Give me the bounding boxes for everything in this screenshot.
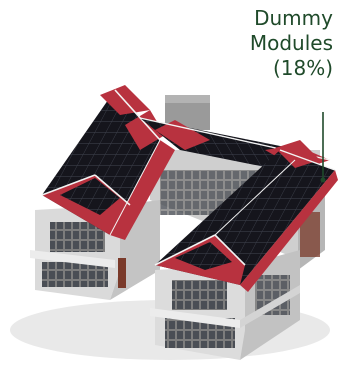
callout-line-3: (18%)	[272, 56, 333, 80]
left-roof	[41, 85, 175, 240]
callout-line-1: Dummy	[254, 6, 333, 30]
right-roof	[154, 140, 338, 292]
right-wing	[150, 250, 300, 360]
callout-line-2: Modules	[249, 31, 333, 55]
dummy-modules-callout: Dummy Modules (18%)	[203, 6, 333, 81]
callout-leader-dot	[320, 177, 326, 183]
